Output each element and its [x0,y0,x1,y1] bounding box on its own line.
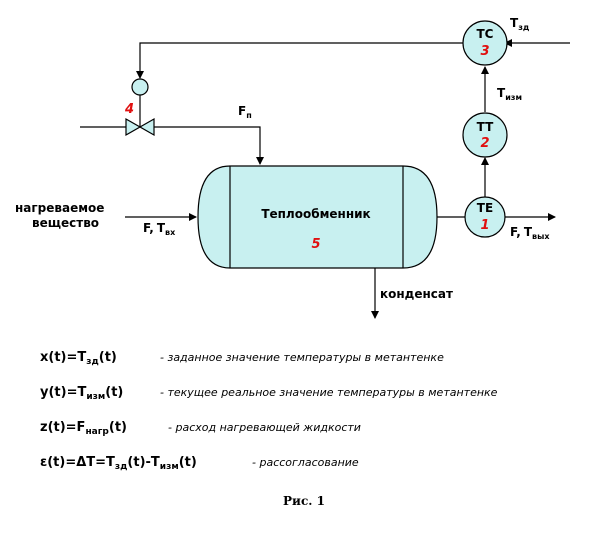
valve-actuator [131,78,149,96]
te-label: TE [477,201,493,215]
tc-circle [462,20,508,66]
heat-exchanger-label: Теплообменник [261,207,370,221]
tzd-label: Tзд [510,16,530,32]
svg-text:z(t)=Fнагр(t): z(t)=Fнагр(t) [40,420,127,437]
svg-text:y(t)=Tизм(t): y(t)=Tизм(t) [40,385,123,402]
vessel-number: 5 [311,237,320,252]
tt-label: TT [477,120,494,134]
heated-substance-line1: нагреваемое [15,201,104,215]
condensate-label: конденсат [380,287,453,301]
equation-4: ε(t)=ΔT=Tзд(t)-Tизм(t) - рассогласование [40,455,359,472]
equation-3: z(t)=Fнагр(t) - расход нагревающей жидко… [40,420,361,437]
tizm-label: Tизм [497,86,522,102]
tt-circle [462,112,508,158]
svg-text:- расход нагревающей жидкости: - расход нагревающей жидкости [168,421,361,434]
figure-caption: Рис. 1 [283,494,325,508]
te-number: 1 [480,218,489,233]
valve-number: 4 [124,102,134,117]
svg-text:- заданное значение температур: - заданное значение температуры в метант… [160,351,444,364]
tt-number: 2 [480,136,489,151]
te-circle [464,196,506,238]
heated-substance-line2: вещество [32,216,99,230]
svg-text:- текущее реальное значение те: - текущее реальное значение температуры … [160,386,498,399]
inlet-flow-label: F,Tвх [143,221,176,237]
svg-text:x(t)=Tзд(t): x(t)=Tзд(t) [40,350,117,367]
tc-number: 3 [480,44,489,59]
control-signal-line [136,42,463,79]
steam-line-right [154,126,264,165]
svg-text:- рассогласование: - рассогласование [252,456,359,469]
equation-2: y(t)=Tизм(t) - текущее реальное значение… [40,385,498,402]
svg-text:ε(t)=ΔT=Tзд(t)-Tизм(t): ε(t)=ΔT=Tзд(t)-Tизм(t) [40,455,197,472]
equation-1: x(t)=Tзд(t) - заданное значение температ… [40,350,444,367]
fp-label: Fп [238,104,252,120]
tc-label: TC [477,27,494,41]
outlet-flow-label: F,Tвых [510,225,550,241]
